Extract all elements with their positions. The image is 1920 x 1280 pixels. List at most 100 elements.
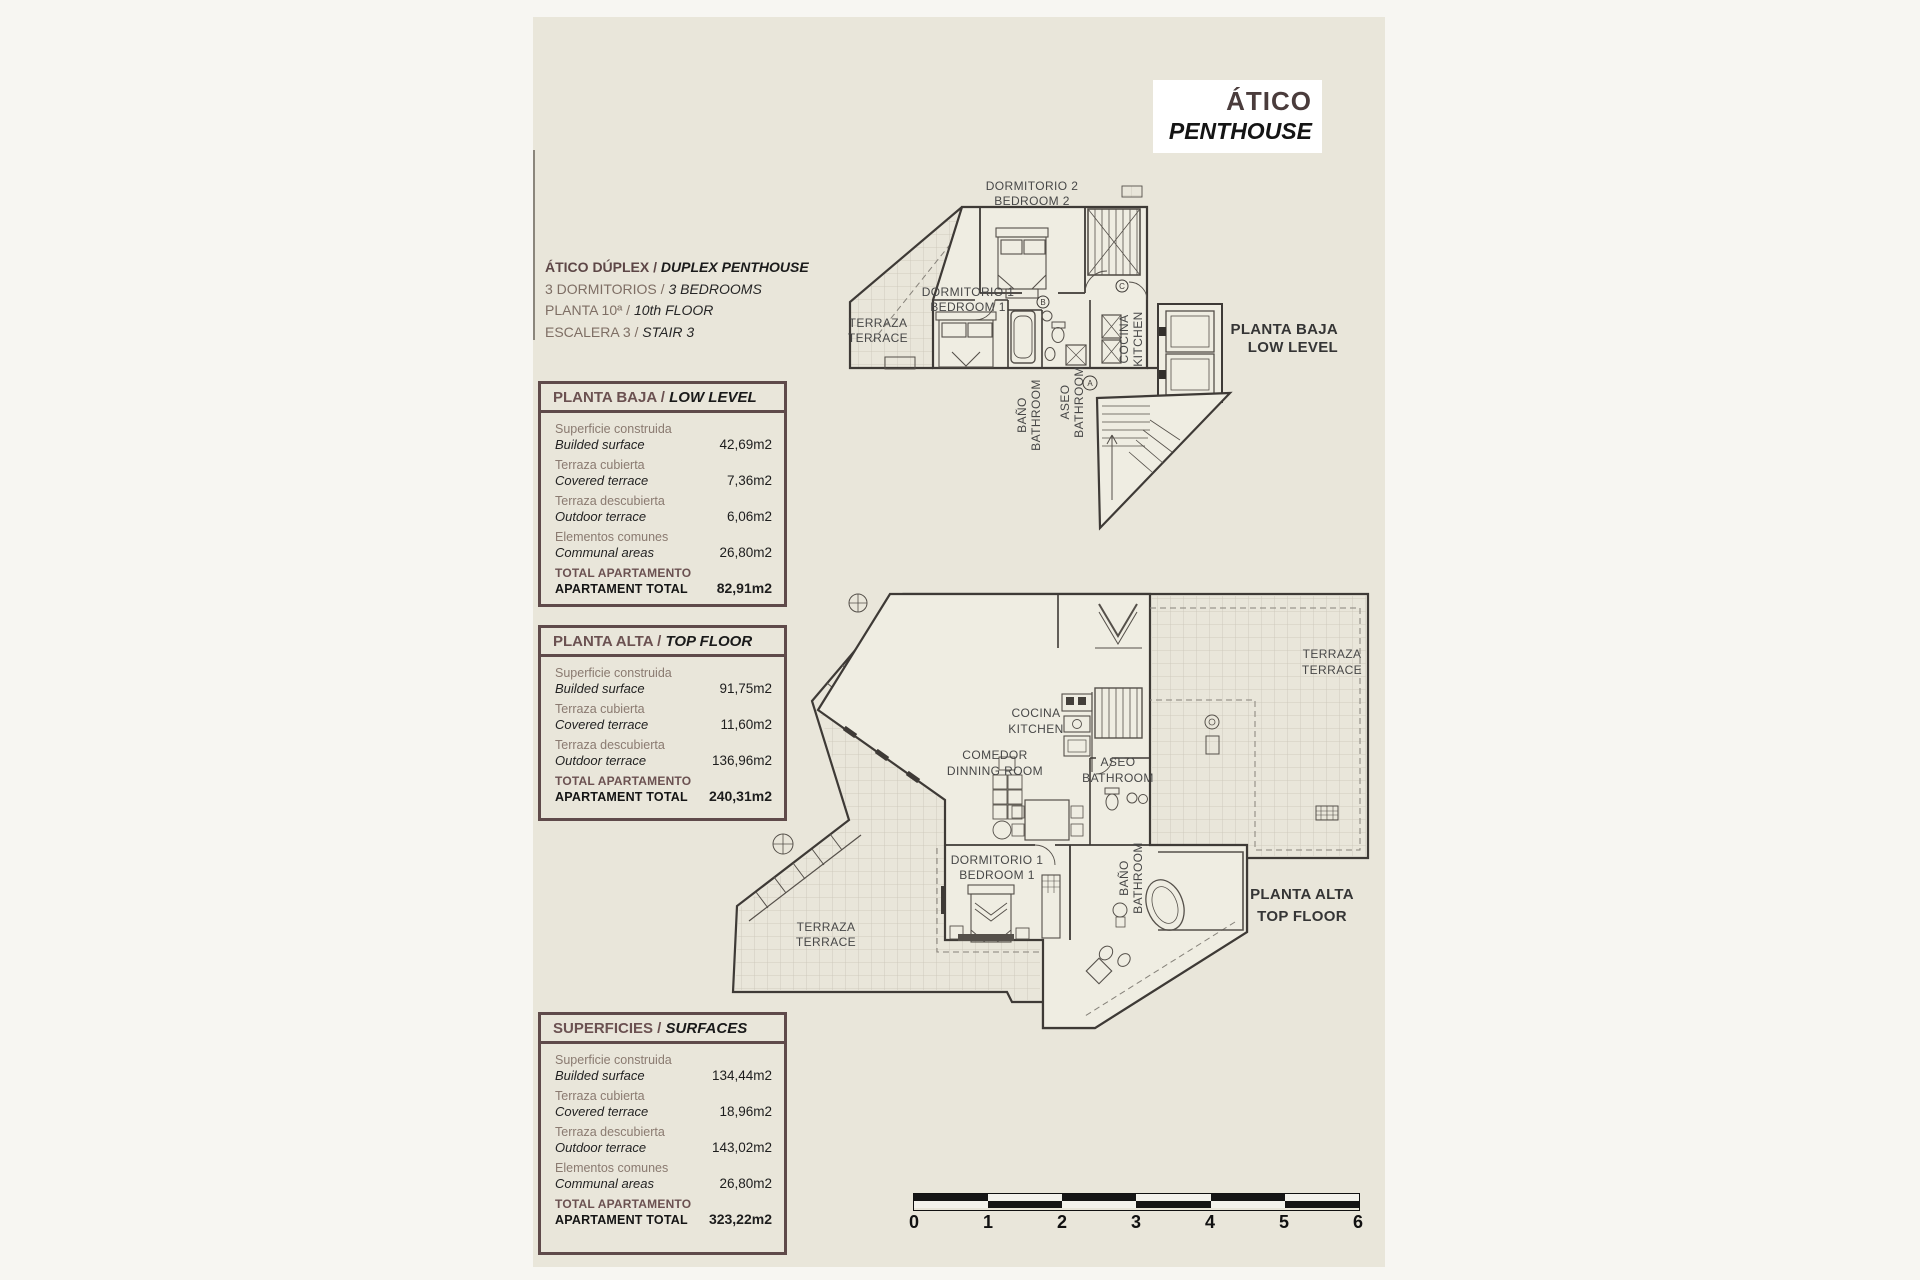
page-edge-line bbox=[533, 150, 535, 340]
total-value: 323,22m2 bbox=[708, 1211, 772, 1227]
row-label-es: Elementos comunes bbox=[555, 530, 669, 544]
info-line-bedrooms: 3 DORMITORIOS / 3 BEDROOMS bbox=[545, 279, 845, 301]
row-label-es: Superficie construida bbox=[555, 666, 672, 680]
row-value: 91,75m2 bbox=[719, 681, 772, 696]
key-symbols: A B C bbox=[1036, 279, 1129, 391]
header-en: TOP FLOOR bbox=[665, 633, 753, 650]
row-label-en: Outdoor terrace bbox=[555, 509, 647, 524]
stairs-upper bbox=[1087, 208, 1141, 276]
table-superficies-body: Superficie construida Builded surface 13… bbox=[541, 1044, 784, 1239]
room-label-kitchen-es: COCINA bbox=[1117, 314, 1131, 363]
room-label-aseo-es: ASEO bbox=[1058, 385, 1072, 420]
table-planta-alta-header: PLANTA ALTA / TOP FLOOR bbox=[541, 628, 784, 657]
window-ticks bbox=[842, 725, 946, 914]
row-value: 18,96m2 bbox=[719, 1104, 772, 1119]
ac-unit-icon bbox=[1121, 185, 1143, 198]
row-label-en: Communal areas bbox=[555, 545, 654, 560]
room-label-bedroom2-es: DORMITORIO 2 bbox=[986, 179, 1079, 193]
tick-label: 2 bbox=[1056, 1212, 1068, 1232]
info-line-stair: ESCALERA 3 / STAIR 3 bbox=[545, 322, 845, 344]
room-label-bath-es: BAÑO bbox=[1117, 860, 1131, 896]
total-label-es: TOTAL APARTAMENTO bbox=[555, 566, 692, 580]
table-planta-baja-body: Superficie construida Builded surface 42… bbox=[541, 413, 784, 608]
title-box: ÁTICO PENTHOUSE bbox=[1153, 80, 1322, 153]
header-en: LOW LEVEL bbox=[669, 389, 757, 406]
info-line-floor: PLANTA 10ª / 10th FLOOR bbox=[545, 300, 845, 322]
plan-side-label-es: PLANTA ALTA bbox=[1250, 886, 1354, 903]
info-floor-es: PLANTA 10ª / bbox=[545, 302, 631, 318]
scale-bar-segments bbox=[913, 1193, 1360, 1211]
row-value: 143,02m2 bbox=[711, 1140, 772, 1155]
plan-sheet-page: ÁTICO PENTHOUSE ÁTICO DÚPLEX / DUPLEX PE… bbox=[533, 17, 1385, 1267]
row-label-es: Terraza descubierta bbox=[555, 1125, 665, 1139]
room-label-kitchen-en: KITCHEN bbox=[1131, 311, 1145, 366]
terrace-area bbox=[848, 206, 969, 370]
unit-info-block: ÁTICO DÚPLEX / DUPLEX PENTHOUSE 3 DORMIT… bbox=[545, 257, 845, 343]
tick-label: 0 bbox=[908, 1212, 920, 1232]
table-row: Terraza descubierta Outdoor terrace 6,06… bbox=[555, 494, 772, 525]
apartment-interior bbox=[816, 592, 1249, 1030]
table-row: Superficie construida Builded surface 42… bbox=[555, 422, 772, 453]
table-planta-baja: PLANTA BAJA / LOW LEVEL Superficie const… bbox=[538, 381, 787, 607]
header-es: PLANTA BAJA / bbox=[553, 389, 665, 406]
row-label-es: Terraza cubierta bbox=[555, 458, 645, 472]
floor-plan-low-level: A B C DORMITORIO 2 BEDROOM 2 DORMITORI bbox=[848, 179, 1338, 531]
table-row: Elementos comunes Communal areas 26,80m2 bbox=[555, 1161, 772, 1192]
tick-label: 4 bbox=[1204, 1212, 1216, 1232]
table-row: Superficie construida Builded surface 13… bbox=[555, 1053, 772, 1084]
tick-label: 1 bbox=[982, 1212, 994, 1232]
row-label-en: Builded surface bbox=[555, 1068, 645, 1083]
row-label-en: Builded surface bbox=[555, 681, 645, 696]
header-es: SUPERFICIES / bbox=[553, 1020, 662, 1037]
table-row: Terraza descubierta Outdoor terrace 136,… bbox=[555, 738, 772, 769]
room-label-bedroom1-en: BEDROOM 1 bbox=[959, 868, 1035, 882]
room-label-terrace-tr-es: TERRAZA bbox=[1303, 647, 1362, 661]
bed-1 bbox=[935, 311, 997, 368]
room-label-dining-es: COMEDOR bbox=[962, 748, 1027, 762]
total-label-en: APARTAMENT TOTAL bbox=[555, 1213, 688, 1227]
terrace-areas bbox=[735, 596, 1366, 1000]
row-label-es: Terraza cubierta bbox=[555, 702, 645, 716]
table-row: Terraza cubierta Covered terrace 7,36m2 bbox=[555, 458, 772, 489]
table-superficies: SUPERFICIES / SURFACES Superficie constr… bbox=[538, 1012, 787, 1255]
row-label-en: Covered terrace bbox=[555, 717, 649, 732]
bed-2 bbox=[995, 227, 1049, 299]
covered-terrace-dashed-lines bbox=[936, 607, 1361, 1017]
svg-text:A: A bbox=[1087, 379, 1093, 388]
bathroom-fixtures bbox=[1010, 310, 1087, 366]
room-label-aseo-en: BATHROOM bbox=[1072, 366, 1086, 438]
table-planta-alta: PLANTA ALTA / TOP FLOOR Superficie const… bbox=[538, 625, 787, 821]
row-value: 42,69m2 bbox=[719, 437, 772, 452]
svg-text:C: C bbox=[1119, 282, 1125, 291]
room-label-bath-en: BATHROOM bbox=[1029, 379, 1043, 451]
row-value: 6,06m2 bbox=[726, 509, 772, 524]
row-value: 136,96m2 bbox=[711, 753, 772, 768]
room-label-terrace-bl-es: TERRAZA bbox=[797, 920, 856, 934]
row-label-en: Covered terrace bbox=[555, 473, 649, 488]
row-label-es: Elementos comunes bbox=[555, 1161, 669, 1175]
aseo-room bbox=[1089, 757, 1150, 845]
header-en: SURFACES bbox=[665, 1020, 748, 1037]
row-label-es: Superficie construida bbox=[555, 1053, 672, 1067]
row-value: 11,60m2 bbox=[720, 717, 772, 732]
info-bedrooms-es: 3 DORMITORIOS / bbox=[545, 280, 665, 297]
table-row: Terraza cubierta Covered terrace 11,60m2 bbox=[555, 702, 772, 733]
table-row: Terraza cubierta Covered terrace 18,96m2 bbox=[555, 1089, 772, 1120]
tick-label: 3 bbox=[1130, 1212, 1142, 1232]
row-label-es: Superficie construida bbox=[555, 422, 672, 436]
scale-bar: 0 1 2 3 4 5 6 bbox=[909, 1193, 1364, 1239]
room-label-aseo-es: ASEO bbox=[1101, 755, 1136, 769]
room-label-aseo-en: BATHROOM bbox=[1082, 771, 1154, 785]
table-row: Elementos comunes Communal areas 26,80m2 bbox=[555, 530, 772, 561]
communal-stairs-triangle bbox=[1095, 366, 1233, 531]
room-label-kitchen-es: COCINA bbox=[1011, 706, 1060, 720]
terrace-icons bbox=[1204, 714, 1339, 821]
tick-label: 6 bbox=[1352, 1212, 1364, 1232]
row-value: 26,80m2 bbox=[719, 1176, 772, 1191]
row-value: 134,44m2 bbox=[711, 1068, 772, 1083]
info-floor-en: 10th FLOOR bbox=[633, 302, 714, 318]
room-label-bath-es: BAÑO bbox=[1015, 397, 1029, 433]
room-label-bedroom2-en: BEDROOM 2 bbox=[994, 194, 1070, 208]
row-label-en: Outdoor terrace bbox=[555, 1140, 647, 1155]
room-label-bedroom1-es: DORMITORIO 1 bbox=[951, 853, 1044, 867]
